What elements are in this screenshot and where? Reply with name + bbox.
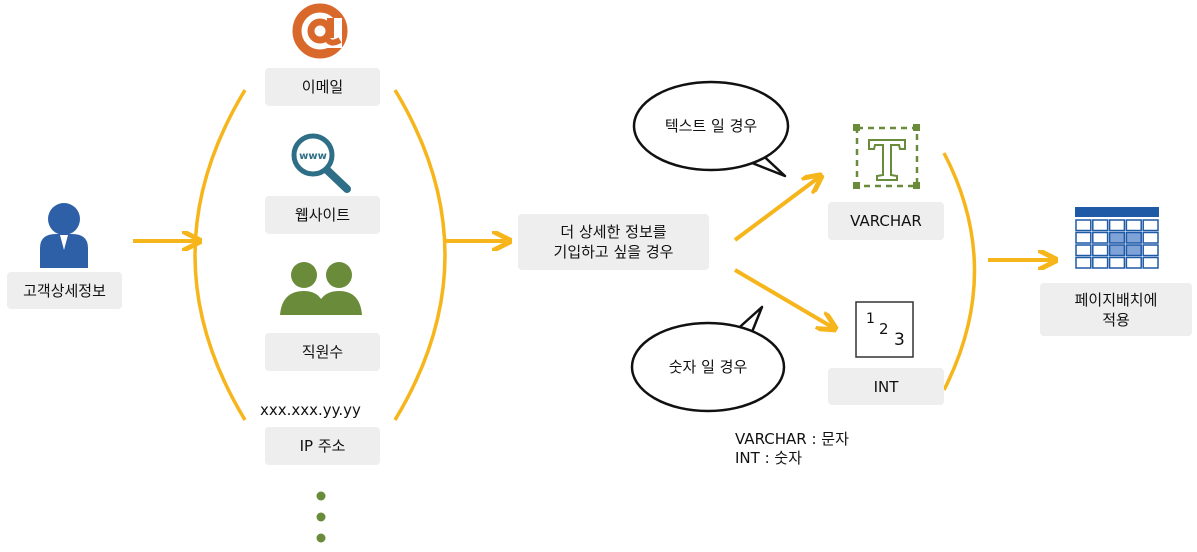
customer-label: 고객상세정보	[7, 272, 122, 309]
arrow-to-int	[733, 268, 832, 327]
left-parenthesis	[193, 89, 247, 421]
digit-2: 2	[879, 320, 889, 338]
digit-3: 3	[894, 330, 905, 350]
right-parenthesis	[393, 89, 447, 421]
bubble-text-case: 텍스트 일 경우	[664, 117, 758, 135]
magnifier-www-icon: www	[291, 133, 351, 193]
user-icon	[40, 203, 88, 268]
vertical-dots-icon	[316, 491, 326, 543]
speech-bubble-text	[632, 80, 790, 178]
svg-text:www: www	[299, 151, 327, 162]
ip-example-text: xxx.xxx.yy.yy	[260, 401, 361, 419]
legend-int: INT : 숫자	[735, 449, 802, 467]
table-grid-icon	[1075, 207, 1159, 269]
detail-info-line2: 기입하고 싶을 경우	[553, 243, 674, 261]
detail-info-box: 더 상세한 정보를 기입하고 싶을 경우	[518, 214, 709, 270]
people-icon	[280, 262, 362, 315]
arrow-to-varchar	[733, 178, 818, 242]
result-line2: 적용	[1102, 310, 1130, 329]
field-employees-label: 직원수	[265, 333, 380, 371]
field-ip-label: IP 주소	[265, 427, 380, 465]
legend-varchar: VARCHAR : 문자	[735, 430, 849, 448]
at-sign-icon	[292, 3, 348, 59]
speech-bubble-number	[630, 305, 786, 413]
digit-1: 1	[866, 311, 875, 327]
field-email-label: 이메일	[265, 68, 380, 106]
field-website-label: 웹사이트	[265, 196, 380, 234]
varchar-label: VARCHAR	[828, 202, 944, 240]
detail-info-line1: 더 상세한 정보를	[560, 223, 667, 241]
bubble-number-case: 숫자 일 경우	[668, 358, 748, 376]
right-bracket-types	[942, 152, 977, 391]
text-t-icon	[853, 124, 920, 189]
result-line1: 페이지배치에	[1074, 290, 1158, 309]
result-box: 페이지배치에 적용	[1040, 283, 1192, 336]
numbers-123-icon	[855, 301, 914, 358]
int-label: INT	[828, 368, 944, 405]
